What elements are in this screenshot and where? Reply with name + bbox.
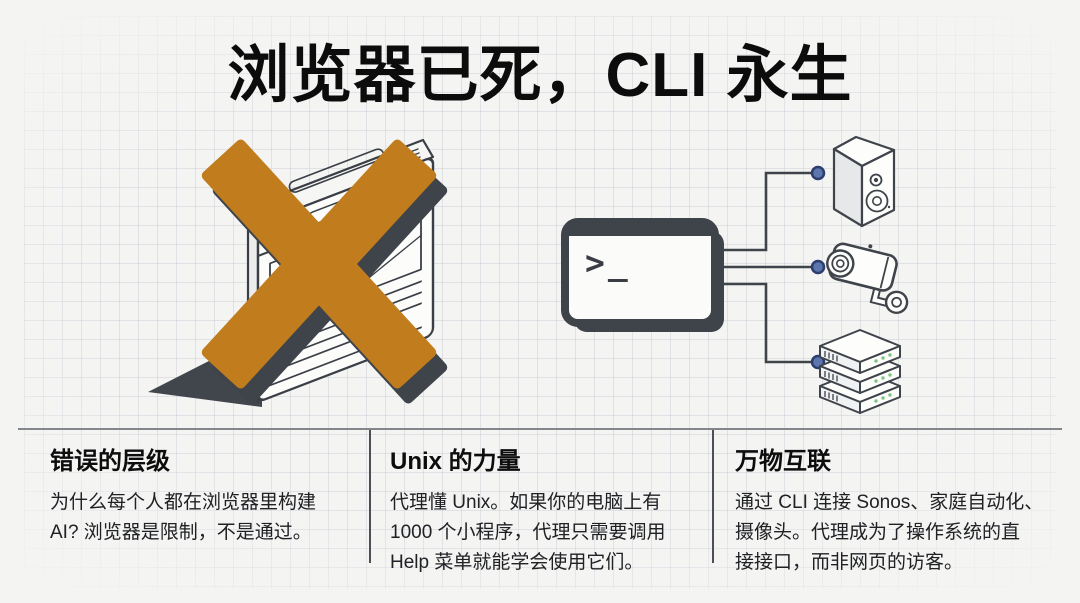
connection-lines	[713, 171, 811, 364]
server-stack-icon	[819, 329, 901, 414]
vertical-divider-2	[712, 430, 714, 563]
section-everything-connected: 万物互联 通过 CLI 连接 Sonos、家庭自动化、 摄像头。代理成为了操作系…	[735, 441, 1055, 578]
cctv-camera-icon	[826, 242, 909, 314]
section-body: 为什么每个人都在浏览器里构建 AI? 浏览器是限制，不是通过。	[50, 492, 317, 544]
page-title: 浏览器已死，CLI 永生	[227, 41, 853, 110]
vertical-divider-1	[369, 430, 371, 563]
section-wrong-layer: 错误的层级 为什么每个人都在浏览器里构建 AI? 浏览器是限制，不是通过。	[50, 441, 355, 548]
terminal-icon	[561, 218, 724, 332]
connector-dot-icon	[810, 165, 826, 370]
section-body: 代理懂 Unix。如果你的电脑上有 1000 个小程序，代理只需要调用 Help…	[390, 492, 666, 574]
terminal-prompt: >_	[585, 243, 631, 282]
section-unix-power: Unix 的力量 代理懂 Unix。如果你的电脑上有 1000 个小程序，代理只…	[390, 441, 695, 578]
section-heading: 错误的层级	[50, 448, 170, 475]
section-heading: Unix 的力量	[390, 448, 521, 475]
speaker-icon	[832, 135, 896, 228]
section-body: 通过 CLI 连接 Sonos、家庭自动化、 摄像头。代理成为了操作系统的直 接…	[735, 492, 1044, 574]
section-heading: 万物互联	[735, 448, 831, 475]
horizontal-divider	[18, 428, 1062, 430]
x-mark-icon	[201, 139, 437, 389]
